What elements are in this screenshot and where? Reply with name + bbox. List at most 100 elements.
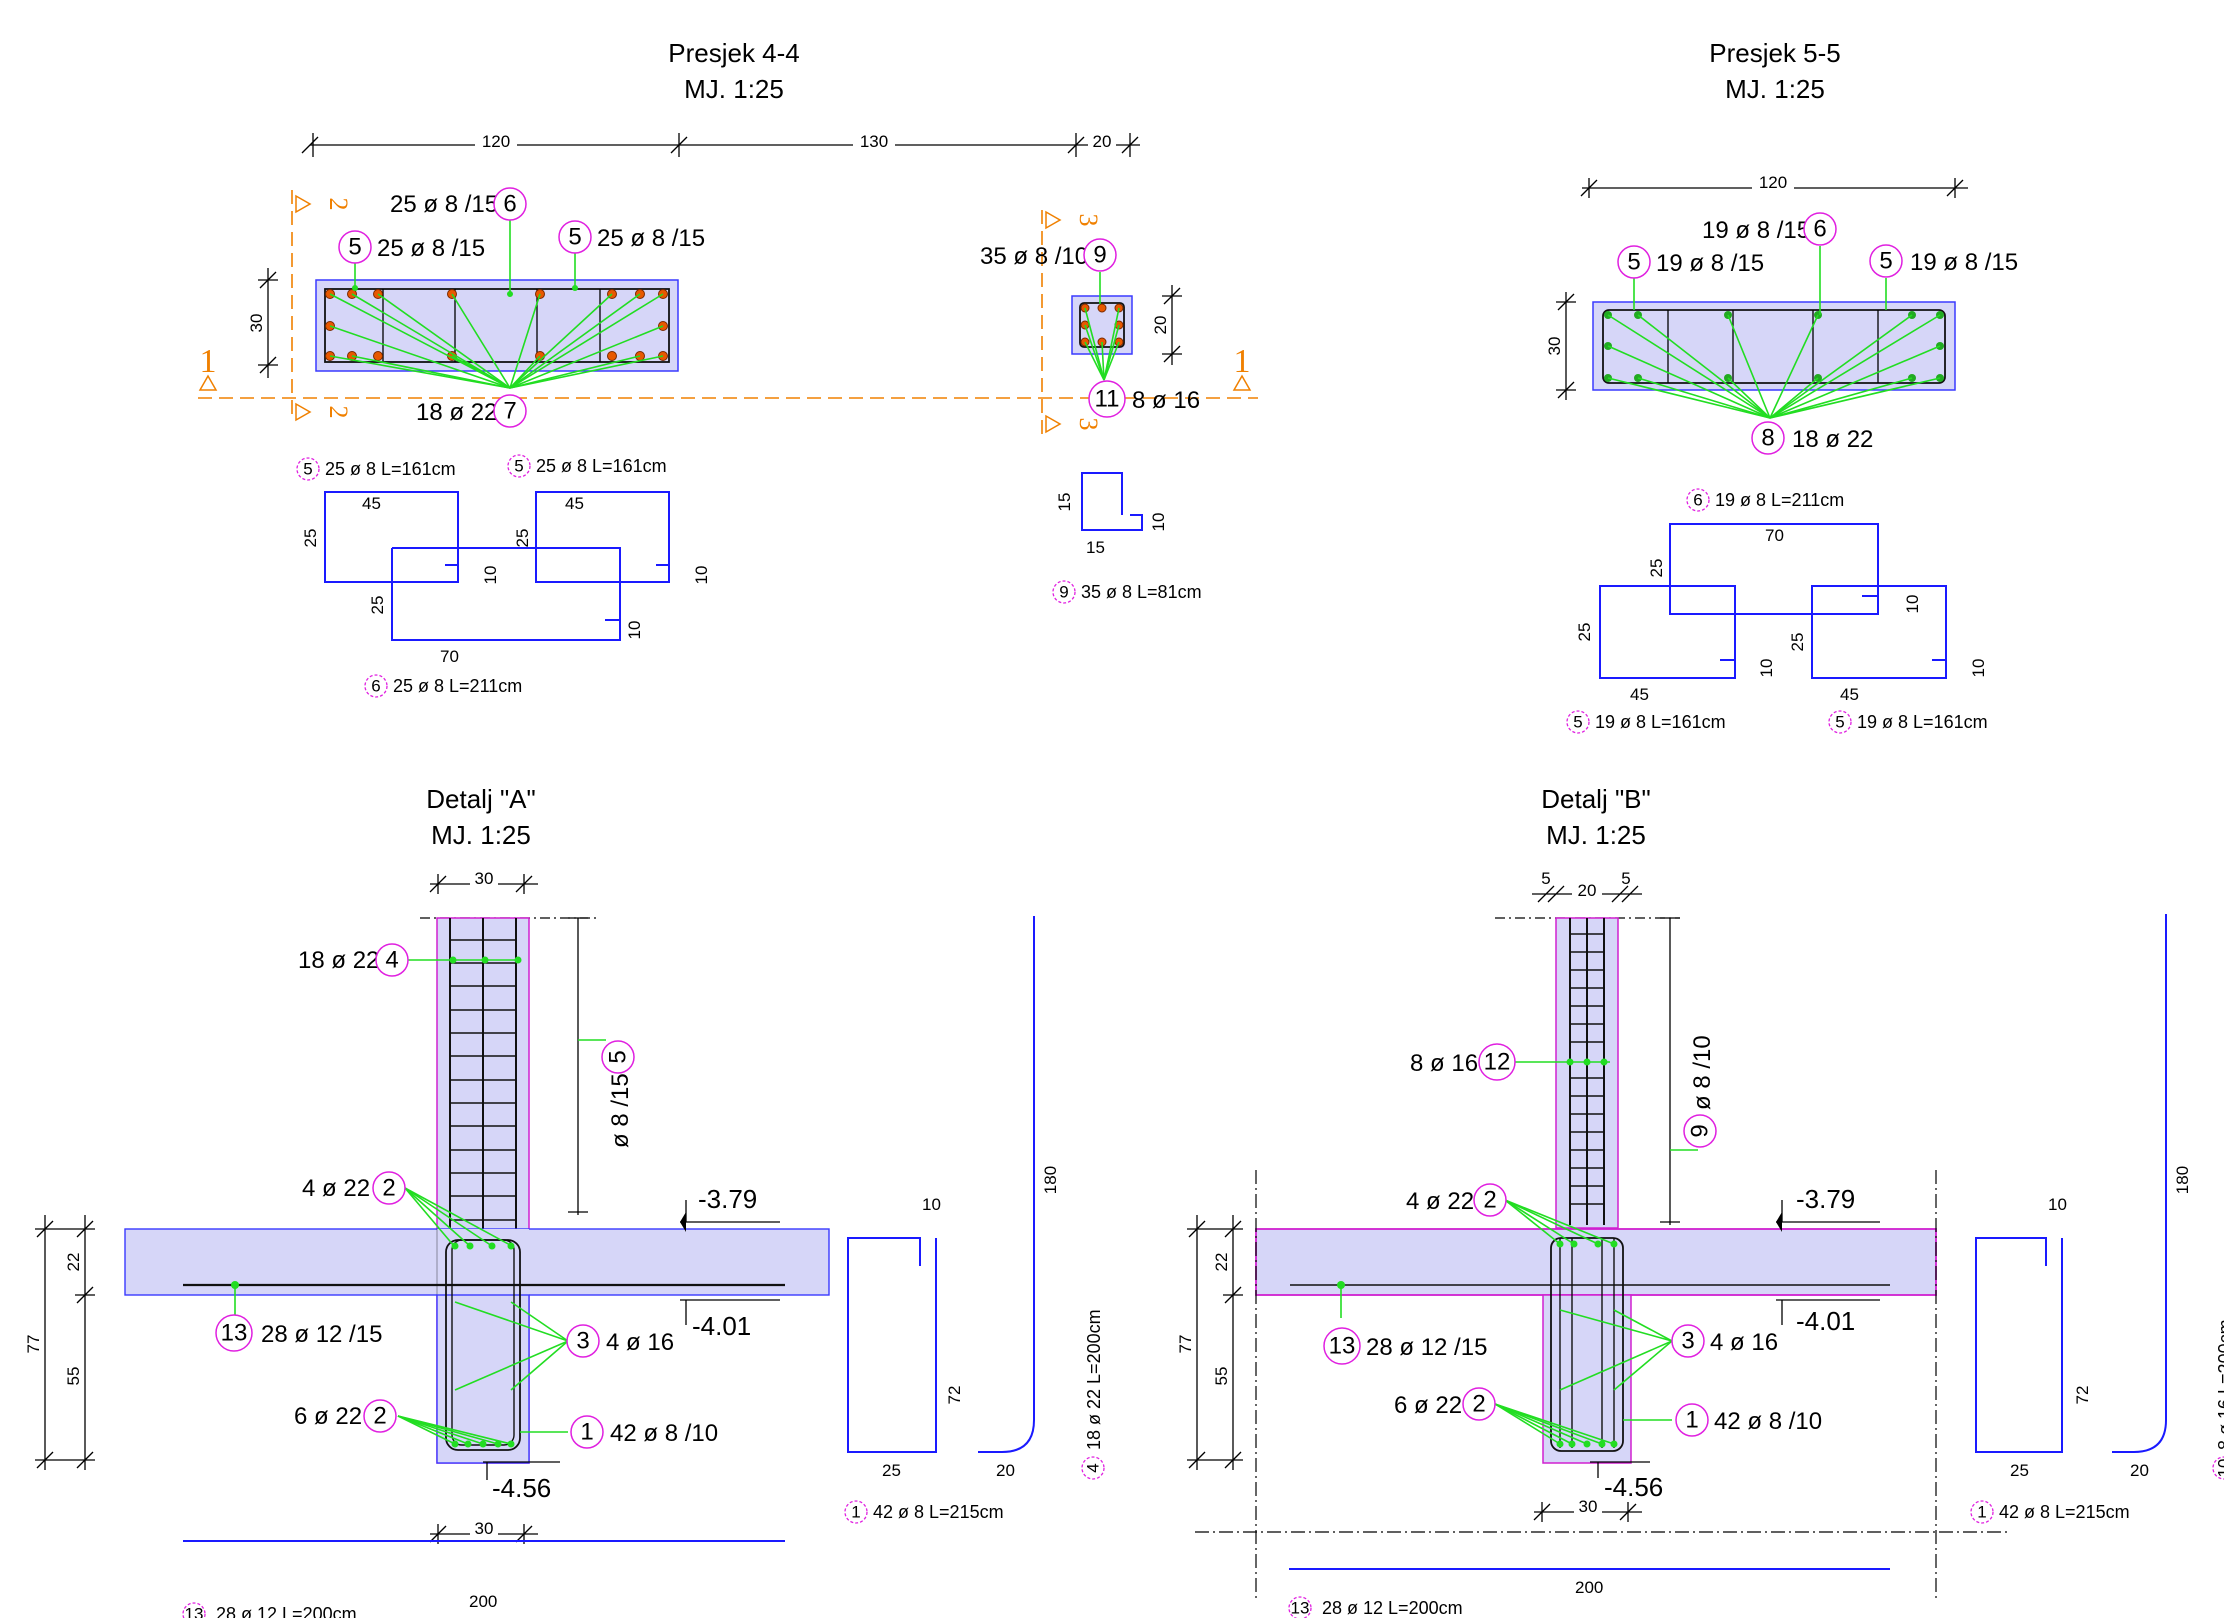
- svg-text:25 ø 8 L=161cm: 25 ø 8 L=161cm: [325, 459, 456, 479]
- rebar-label-2-top: 4 ø 22 2: [1406, 1183, 1507, 1217]
- dim-label: 30: [247, 314, 266, 333]
- svg-text:4 ø 16: 4 ø 16: [1710, 1329, 1778, 1356]
- svg-text:1: 1: [851, 1503, 860, 1522]
- svg-text:8 ø 16 L=200cm: 8 ø 16 L=200cm: [2215, 1319, 2224, 1450]
- bending-shape-1: 10 72 25 1 42 ø 8 L=215cm: [1970, 1195, 2130, 1524]
- section-scale: MJ. 1:25: [1546, 820, 1646, 850]
- svg-text:6: 6: [503, 191, 516, 218]
- dim-label: 20: [1151, 316, 1170, 335]
- svg-text:4 ø 16: 4 ø 16: [606, 1329, 674, 1356]
- svg-text:9: 9: [1687, 1124, 1714, 1137]
- rebar-label-6: 19 ø 8 /15 6: [1702, 212, 1837, 246]
- svg-text:25: 25: [301, 529, 320, 548]
- svg-text:77: 77: [1176, 1335, 1195, 1354]
- svg-text:18 ø 22: 18 ø 22: [1792, 426, 1873, 453]
- svg-text:2: 2: [382, 1175, 395, 1202]
- svg-text:12: 12: [1484, 1049, 1511, 1076]
- svg-text:70: 70: [1765, 526, 1784, 545]
- svg-text:77: 77: [24, 1335, 43, 1354]
- dimension-height: 30: [247, 268, 278, 378]
- svg-text:6 ø 22: 6 ø 22: [294, 1403, 362, 1430]
- svg-text:5: 5: [1879, 248, 1892, 275]
- svg-text:3: 3: [576, 1328, 589, 1355]
- svg-text:1: 1: [1977, 1503, 1986, 1522]
- svg-text:ø 8 /10: ø 8 /10: [1689, 1035, 1716, 1110]
- svg-text:5: 5: [303, 460, 312, 479]
- svg-text:42 ø 8 /10: 42 ø 8 /10: [1714, 1408, 1822, 1435]
- svg-text:2: 2: [373, 1403, 386, 1430]
- beam-cross-section: [315, 279, 679, 372]
- bending-shape-5a: 5 25 ø 8 L=161cm 45 25 10: [296, 457, 500, 585]
- section-scale: MJ. 1:25: [431, 820, 531, 850]
- bending-shape-13: 200 13 28 ø 12 L=200cm: [182, 1540, 785, 1618]
- svg-text:70: 70: [440, 647, 459, 666]
- leader-lines: [1607, 246, 1941, 419]
- svg-text:22: 22: [64, 1253, 83, 1272]
- svg-text:19 ø 8 /15: 19 ø 8 /15: [1910, 249, 2018, 276]
- rebar-label-7: 18 ø 22 7: [416, 394, 527, 428]
- svg-text:5: 5: [348, 234, 361, 261]
- slab-elevation: [1195, 1170, 2010, 1600]
- svg-text:25: 25: [2010, 1461, 2029, 1480]
- cut-mark-1: 1: [200, 343, 217, 380]
- svg-text:18 ø 22 L=200cm: 18 ø 22 L=200cm: [1084, 1309, 1104, 1450]
- dim-label: 120: [1759, 173, 1787, 192]
- svg-text:19 ø 8 L=211cm: 19 ø 8 L=211cm: [1715, 490, 1844, 510]
- bending-shape-13: 200 13 28 ø 12 L=200cm: [1288, 1568, 1890, 1618]
- bending-shape-10: 180 20 10 8 ø 16 L=200cm: [2112, 914, 2224, 1480]
- svg-text:13: 13: [221, 1320, 248, 1347]
- svg-text:2: 2: [1472, 1391, 1485, 1418]
- svg-text:10: 10: [692, 566, 711, 585]
- bending-shape-9: 15 15 10 9 35 ø 8 L=81cm: [1052, 472, 1202, 604]
- elevation-markers: -3.79 -4.01 -4.56: [483, 1184, 780, 1503]
- dimension-top: 5 20 5: [1495, 869, 1680, 919]
- svg-text:42 ø 8 L=215cm: 42 ø 8 L=215cm: [873, 1502, 1004, 1522]
- bending-shape-5b: 25 10 45 5 19 ø 8 L=161cm: [1788, 585, 1988, 734]
- rebar-label-2-top: 4 ø 22 2: [302, 1171, 406, 1205]
- svg-text:30: 30: [475, 1519, 494, 1538]
- rebar-label-1: 1 42 ø 8 /10: [570, 1415, 718, 1449]
- svg-text:8 ø 16: 8 ø 16: [1132, 387, 1200, 414]
- dimension-slab: 22 55 77: [1176, 1215, 1243, 1470]
- svg-text:9: 9: [1059, 583, 1068, 602]
- section-4-4: Presjek 4-4 MJ. 1:25 120 130 20 30 1: [198, 38, 1258, 698]
- svg-text:22: 22: [1212, 1253, 1231, 1272]
- svg-text:28 ø 12 /15: 28 ø 12 /15: [1366, 1334, 1487, 1361]
- section-cut-lines: 1 1 2 2 3 3: [198, 190, 1258, 440]
- svg-text:42 ø 8 /10: 42 ø 8 /10: [610, 1420, 718, 1447]
- rebar-label-5: 5 ø 8 /15: [601, 1040, 635, 1148]
- svg-text:13: 13: [1291, 1599, 1310, 1618]
- dimension-top: 30: [420, 869, 600, 919]
- svg-text:5: 5: [514, 457, 523, 476]
- svg-text:35 ø 8 L=81cm: 35 ø 8 L=81cm: [1081, 582, 1202, 602]
- svg-text:5: 5: [1573, 713, 1582, 732]
- svg-text:4 ø 22: 4 ø 22: [1406, 1188, 1474, 1215]
- svg-text:30: 30: [475, 869, 494, 888]
- svg-text:5: 5: [1541, 869, 1550, 888]
- svg-text:30: 30: [1579, 1497, 1598, 1516]
- rebar-label-1: 1 42 ø 8 /10: [1675, 1403, 1822, 1437]
- svg-text:25 ø 8 /15: 25 ø 8 /15: [597, 225, 705, 252]
- svg-text:45: 45: [565, 494, 584, 513]
- svg-text:200: 200: [469, 1592, 497, 1611]
- svg-text:25: 25: [368, 596, 387, 615]
- svg-text:28 ø 12 /15: 28 ø 12 /15: [261, 1321, 382, 1348]
- svg-text:18 ø 22: 18 ø 22: [298, 947, 379, 974]
- svg-text:5: 5: [1621, 869, 1630, 888]
- svg-text:8 ø 16: 8 ø 16: [1410, 1050, 1478, 1077]
- svg-text:1: 1: [580, 1419, 593, 1446]
- svg-text:-4.56: -4.56: [492, 1473, 551, 1503]
- svg-text:-4.01: -4.01: [692, 1311, 751, 1341]
- dimension-chain: 120: [1580, 172, 1968, 198]
- dimension-slab: 22 55 77: [24, 1215, 95, 1470]
- leader-lines: [1494, 1058, 1673, 1448]
- section-5-5: Presjek 5-5 MJ. 1:25 120 30: [1545, 38, 2018, 734]
- svg-text:10: 10: [1969, 659, 1988, 678]
- bending-shape-5b: 5 25 ø 8 L=161cm 45 25 10: [507, 454, 711, 585]
- detail-b: Detalj "B" MJ. 1:25 5 20 5: [1176, 784, 2224, 1618]
- svg-text:10: 10: [481, 566, 500, 585]
- svg-text:72: 72: [2073, 1386, 2092, 1405]
- svg-text:5: 5: [568, 224, 581, 251]
